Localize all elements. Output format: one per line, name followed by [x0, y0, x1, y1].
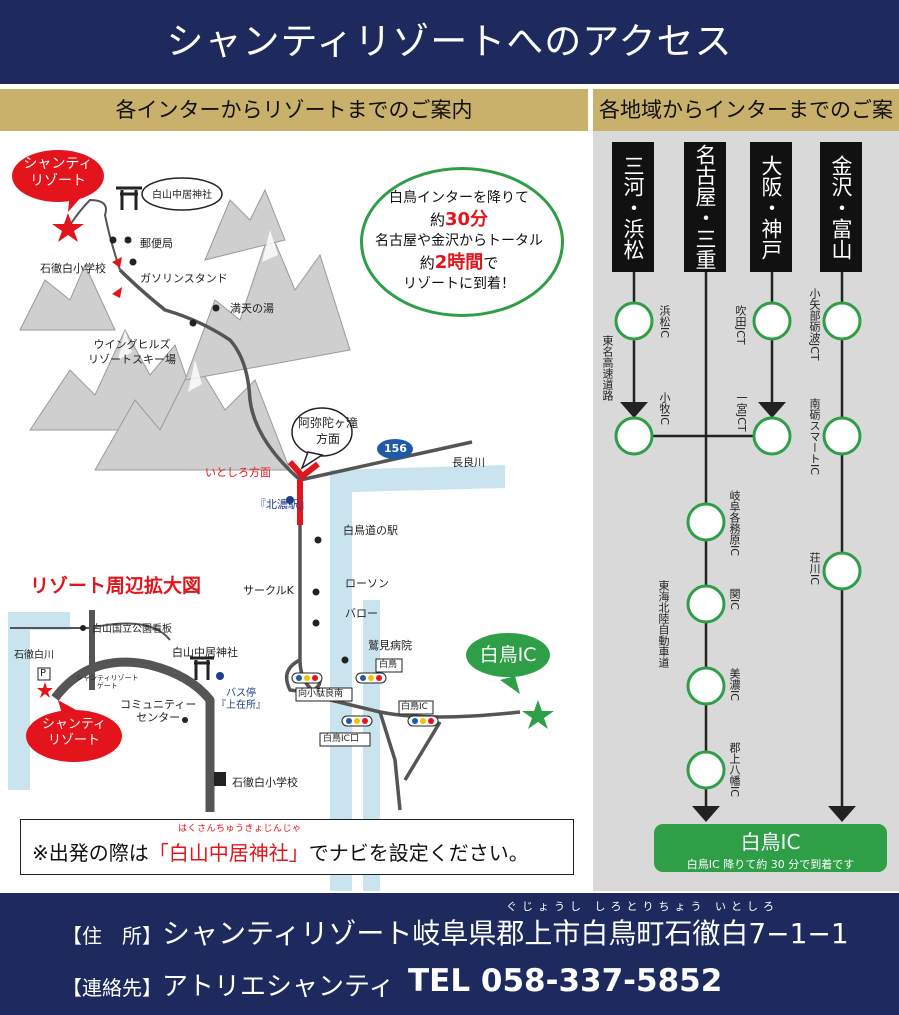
valor-label: バロー — [345, 607, 378, 620]
destination-title: 白鳥IC — [740, 830, 801, 854]
school-label: 石徹白小学校 — [40, 262, 106, 275]
route-156-shield — [377, 439, 413, 459]
mantennoyu-label: 満天の湯 — [230, 302, 274, 315]
suita-jct-label: 吹田JCT — [734, 305, 747, 345]
header-bar — [0, 0, 899, 84]
circlek-label: サークルK — [243, 584, 294, 597]
nagara-river-label: 長良川 — [452, 456, 485, 469]
mountain-illustration — [19, 188, 351, 471]
inset-school-label: 石徹白小学校 — [232, 776, 298, 789]
lawson-label: ローソン — [345, 577, 389, 590]
inset-resort-bubble: シャンティ リゾート — [26, 710, 122, 762]
traffic-signals — [291, 672, 439, 727]
mukai-signal-label: 向小駄良南 — [298, 689, 344, 699]
post-office-label: 郵便局 — [140, 237, 173, 250]
left-section-bar — [0, 89, 588, 131]
info-line3: 名古屋や金沢からトータル — [375, 233, 543, 249]
route-156-label: 156 — [384, 442, 407, 455]
telephone-number: TEL 058-337-5852 — [408, 963, 723, 999]
amida-falls-label: 阿弥陀ヶ滝 方面 — [298, 416, 359, 446]
resort-gate-label: シャンティリゾート ゲート — [76, 674, 139, 691]
tokaihokuriku-road-label: 東海北陸自動車道 — [657, 580, 670, 668]
address-line: 【住 所】シャンティリゾート岐阜県郡上市白鳥町石徹白7−1−1 — [62, 917, 849, 950]
koyabe-jct-label: 小矢部砺波JCT — [808, 288, 821, 361]
gas-station-label: ガソリンスタンド — [140, 272, 228, 285]
origin-osaka: 大阪・神戸 — [750, 142, 792, 272]
origin-mikawa: 三河・浜松 — [612, 142, 654, 272]
community-center-label: コミュニティー センター — [120, 698, 197, 725]
gifu-ic-label: 岐阜各務原IC — [728, 490, 741, 556]
shirotori-ic-signal-label: 白鳥IC — [401, 702, 428, 712]
notice-reading: はくさんちゅうきょじんじゃ — [178, 824, 302, 834]
page-title: シャンティリゾートへのアクセス — [166, 20, 733, 63]
info-line1: 白鳥インターを降りて — [389, 190, 529, 206]
poi-dots — [109, 236, 349, 664]
info-line5: リゾートに到着！ — [403, 276, 515, 292]
hakusan-board-label: 白山国立公園看板 — [92, 624, 172, 635]
michinoeki-label: 白鳥道の駅 — [343, 524, 398, 537]
bus-stop-label: バス停 『上在所』 — [216, 688, 266, 711]
footer-bar — [0, 893, 899, 1015]
hokunou-station-label: 『北濃駅』 — [255, 498, 310, 511]
inset-shrine-label: 白山中居神社 — [172, 646, 238, 659]
seki-ic-label: 関IC — [728, 588, 741, 610]
info-line2: 約30分 — [429, 209, 489, 230]
right-section-bar — [593, 89, 899, 131]
resort-star — [52, 213, 84, 242]
shrine-label: 白山中居神社 — [152, 190, 212, 201]
nanto-smart-ic-label: 南砺スマートIC — [808, 398, 821, 475]
navi-notice — [20, 819, 574, 875]
wing-hills-label: ウイングヒルズ リゾートスキー場 — [88, 338, 176, 366]
hamamatsu-ic-label: 浜松IC — [658, 305, 671, 338]
info-bubble — [360, 167, 564, 317]
origin-kanazawa: 金沢・富山 — [820, 142, 862, 272]
itoshiro-river-label: 石徹白川 — [14, 650, 54, 661]
tomei-road-label: 東名高速道路 — [601, 335, 614, 401]
origin-nagoya: 名古屋・三重 — [684, 142, 726, 272]
info-line4: 約2時間で — [419, 252, 499, 273]
parking-icon: P — [40, 668, 47, 679]
destination-note: 白鳥IC 降りて約 30 分で到着です — [686, 858, 855, 871]
inset-title: リゾート周辺拡大図 — [30, 575, 202, 597]
resort-bubble: シャンティ リゾート — [12, 150, 104, 202]
address-reading: ぐじょうし しろとりちょう いとしろ — [506, 900, 779, 913]
contact-line: 【連絡先】アトリエシャンティ — [62, 972, 395, 1002]
shirotori-ic-exit-label: 白鳥IC口 — [323, 734, 359, 744]
komaki-ic-label: 小牧IC — [658, 392, 671, 425]
shokawa-ic-label: 荘川IC — [808, 552, 821, 585]
route-diagram — [614, 272, 862, 822]
shirotori-ic-bubble: 白鳥IC — [466, 633, 550, 677]
shirotori-signal-label: 白鳥 — [379, 660, 398, 670]
mino-ic-label: 美濃IC — [728, 668, 741, 701]
right-section-title: 各地域からインターまでのご案内 — [599, 98, 893, 164]
ichinomiya-jct-label: 一宮JCT — [735, 392, 748, 432]
destination-shirotori-ic: 白鳥IC 白鳥IC 降りて約 30 分で到着です — [654, 824, 887, 872]
washimi-hospital-label: 鷲見病院 — [368, 639, 412, 652]
shirotori-ic-star — [522, 700, 554, 729]
itoshiro-label: いとしろ方面 — [205, 466, 271, 479]
notice-text: ※出発の際は「白山中居神社」でナビを設定ください。 — [32, 841, 529, 865]
torii-icon — [116, 186, 142, 210]
left-section-title: 各インターからリゾートまでのご案内 — [115, 98, 473, 122]
gujo-ic-label: 郡上八幡IC — [728, 742, 741, 797]
